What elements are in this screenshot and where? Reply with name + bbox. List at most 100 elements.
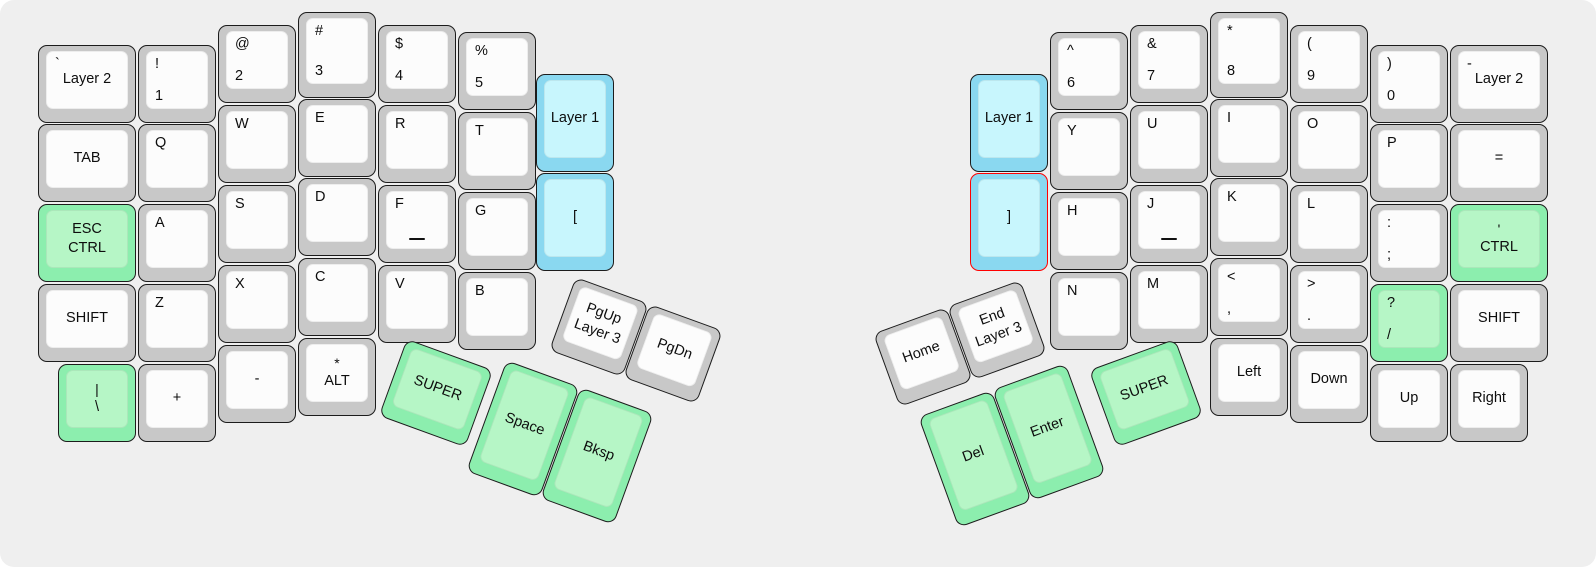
- key-r-k[interactable]: K: [1210, 178, 1288, 256]
- keycap-r-left: Left: [1218, 344, 1280, 402]
- key-l-d[interactable]: D: [298, 178, 376, 256]
- key-l-z[interactable]: Z: [138, 284, 216, 362]
- legend-line-l-pgdn-0: PgDn: [654, 336, 695, 364]
- key-r-8[interactable]: *8: [1210, 12, 1288, 98]
- key-l-plus[interactable]: +: [138, 364, 216, 442]
- legend-stack-r-left: Left: [1219, 365, 1279, 380]
- legend-stack-l-minus: -: [227, 372, 287, 387]
- key-r-o[interactable]: O: [1290, 105, 1368, 183]
- legend-shifted-r-n: N: [1067, 283, 1078, 299]
- homing-bar-icon-r-j: [1161, 238, 1177, 240]
- key-r-i[interactable]: I: [1210, 99, 1288, 177]
- key-l-tab[interactable]: TAB: [38, 124, 136, 202]
- key-l-g[interactable]: G: [458, 192, 536, 270]
- key-l-alt[interactable]: *ALT: [298, 338, 376, 416]
- key-r-j[interactable]: J: [1130, 185, 1208, 263]
- key-r-n[interactable]: N: [1050, 272, 1128, 350]
- key-l-t[interactable]: T: [458, 112, 536, 190]
- key-r-u[interactable]: U: [1130, 105, 1208, 183]
- key-r-slash[interactable]: ?/: [1370, 284, 1448, 362]
- key-l-c[interactable]: C: [298, 258, 376, 336]
- legend-base-l-2: 2: [235, 67, 244, 84]
- keycap-l-q: Q: [146, 130, 208, 188]
- legend-line-l-space-0: Space: [502, 410, 547, 440]
- key-r-6[interactable]: ^6: [1050, 32, 1128, 110]
- key-l-r[interactable]: R: [378, 105, 456, 183]
- key-l-e[interactable]: E: [298, 99, 376, 177]
- keycap-l-minus: -: [226, 351, 288, 409]
- key-r-comma[interactable]: <,: [1210, 258, 1288, 336]
- key-r-p[interactable]: P: [1370, 124, 1448, 202]
- keycap-r-minus-layer2: -Layer 2: [1458, 51, 1540, 109]
- key-l-layer1[interactable]: Layer 1: [536, 74, 614, 172]
- key-l-s[interactable]: S: [218, 185, 296, 263]
- legend-center-r-quote-ctrl: CTRL: [1480, 239, 1518, 256]
- keycap-r-8: *8: [1218, 18, 1280, 84]
- keycap-l-g: G: [466, 198, 528, 256]
- keycap-l-b: B: [466, 278, 528, 336]
- key-l-2[interactable]: @2: [218, 25, 296, 103]
- key-l-w[interactable]: W: [218, 105, 296, 183]
- key-l-lbracket[interactable]: [: [536, 173, 614, 271]
- legend-shifted-l-r: R: [395, 116, 406, 132]
- key-l-4[interactable]: $4: [378, 25, 456, 103]
- legend-split-r-o: O: [1299, 112, 1359, 168]
- key-r-shift[interactable]: SHIFT: [1450, 284, 1548, 362]
- key-r-semicolon[interactable]: :;: [1370, 204, 1448, 282]
- key-l-v[interactable]: V: [378, 265, 456, 343]
- legend-center-l-pipe-backslash: \: [94, 399, 100, 416]
- key-r-l[interactable]: L: [1290, 185, 1368, 263]
- key-l-1[interactable]: !1: [138, 45, 216, 123]
- key-r-0[interactable]: )0: [1370, 45, 1448, 123]
- legend-base-l-5: 5: [475, 74, 484, 91]
- key-l-x[interactable]: X: [218, 265, 296, 343]
- legend-split-r-n: N: [1059, 279, 1119, 335]
- key-l-pipe-backslash[interactable]: |\: [58, 364, 136, 442]
- legend-shifted-l-1: !: [155, 56, 160, 72]
- key-l-minus[interactable]: -: [218, 345, 296, 423]
- keycap-l-c: C: [306, 264, 368, 322]
- legend-shifted-r-7: &: [1147, 36, 1157, 52]
- key-l-a[interactable]: A: [138, 204, 216, 282]
- legend-split-l-x: X: [227, 272, 287, 328]
- key-l-grave-layer2[interactable]: `Layer 2: [38, 45, 136, 123]
- key-r-left[interactable]: Left: [1210, 338, 1288, 416]
- key-r-right[interactable]: Right: [1450, 364, 1528, 442]
- keycap-l-shift: SHIFT: [46, 290, 128, 348]
- key-r-up[interactable]: Up: [1370, 364, 1448, 442]
- key-r-rbracket[interactable]: ]: [970, 173, 1048, 271]
- key-l-q[interactable]: Q: [138, 124, 216, 202]
- key-l-shift[interactable]: SHIFT: [38, 284, 136, 362]
- key-l-f[interactable]: F: [378, 185, 456, 263]
- legend-stack-r-del: Del: [943, 438, 1005, 473]
- legend-shifted-l-3: #: [315, 23, 324, 39]
- legend-shifted-l-t: T: [475, 123, 484, 139]
- key-r-equal[interactable]: =: [1450, 124, 1548, 202]
- legend-line-l-lbracket-0: [: [572, 209, 578, 226]
- keycap-r-p: P: [1378, 130, 1440, 188]
- keycap-l-z: Z: [146, 290, 208, 348]
- key-r-7[interactable]: &7: [1130, 25, 1208, 103]
- key-r-quote-ctrl[interactable]: 'CTRL: [1450, 204, 1548, 282]
- key-r-layer1[interactable]: Layer 1: [970, 74, 1048, 172]
- key-r-y[interactable]: Y: [1050, 112, 1128, 190]
- key-r-period[interactable]: >.: [1290, 265, 1368, 343]
- keycap-r-i: I: [1218, 105, 1280, 163]
- legend-split-r-semicolon: :;: [1379, 211, 1439, 267]
- key-r-m[interactable]: M: [1130, 265, 1208, 343]
- key-r-9[interactable]: (9: [1290, 25, 1368, 103]
- keycap-l-t: T: [466, 118, 528, 176]
- legend-split-l-4: $4: [387, 32, 447, 88]
- keycap-l-v: V: [386, 271, 448, 329]
- legend-stack-l-tab: TAB: [47, 151, 127, 166]
- key-l-5[interactable]: %5: [458, 32, 536, 110]
- keycap-l-grave-layer2: `Layer 2: [46, 51, 128, 109]
- key-r-h[interactable]: H: [1050, 192, 1128, 270]
- key-l-b[interactable]: B: [458, 272, 536, 350]
- legend-split-l-2: @2: [227, 32, 287, 88]
- key-l-3[interactable]: #3: [298, 12, 376, 98]
- key-r-down[interactable]: Down: [1290, 345, 1368, 423]
- key-r-minus-layer2[interactable]: -Layer 2: [1450, 45, 1548, 123]
